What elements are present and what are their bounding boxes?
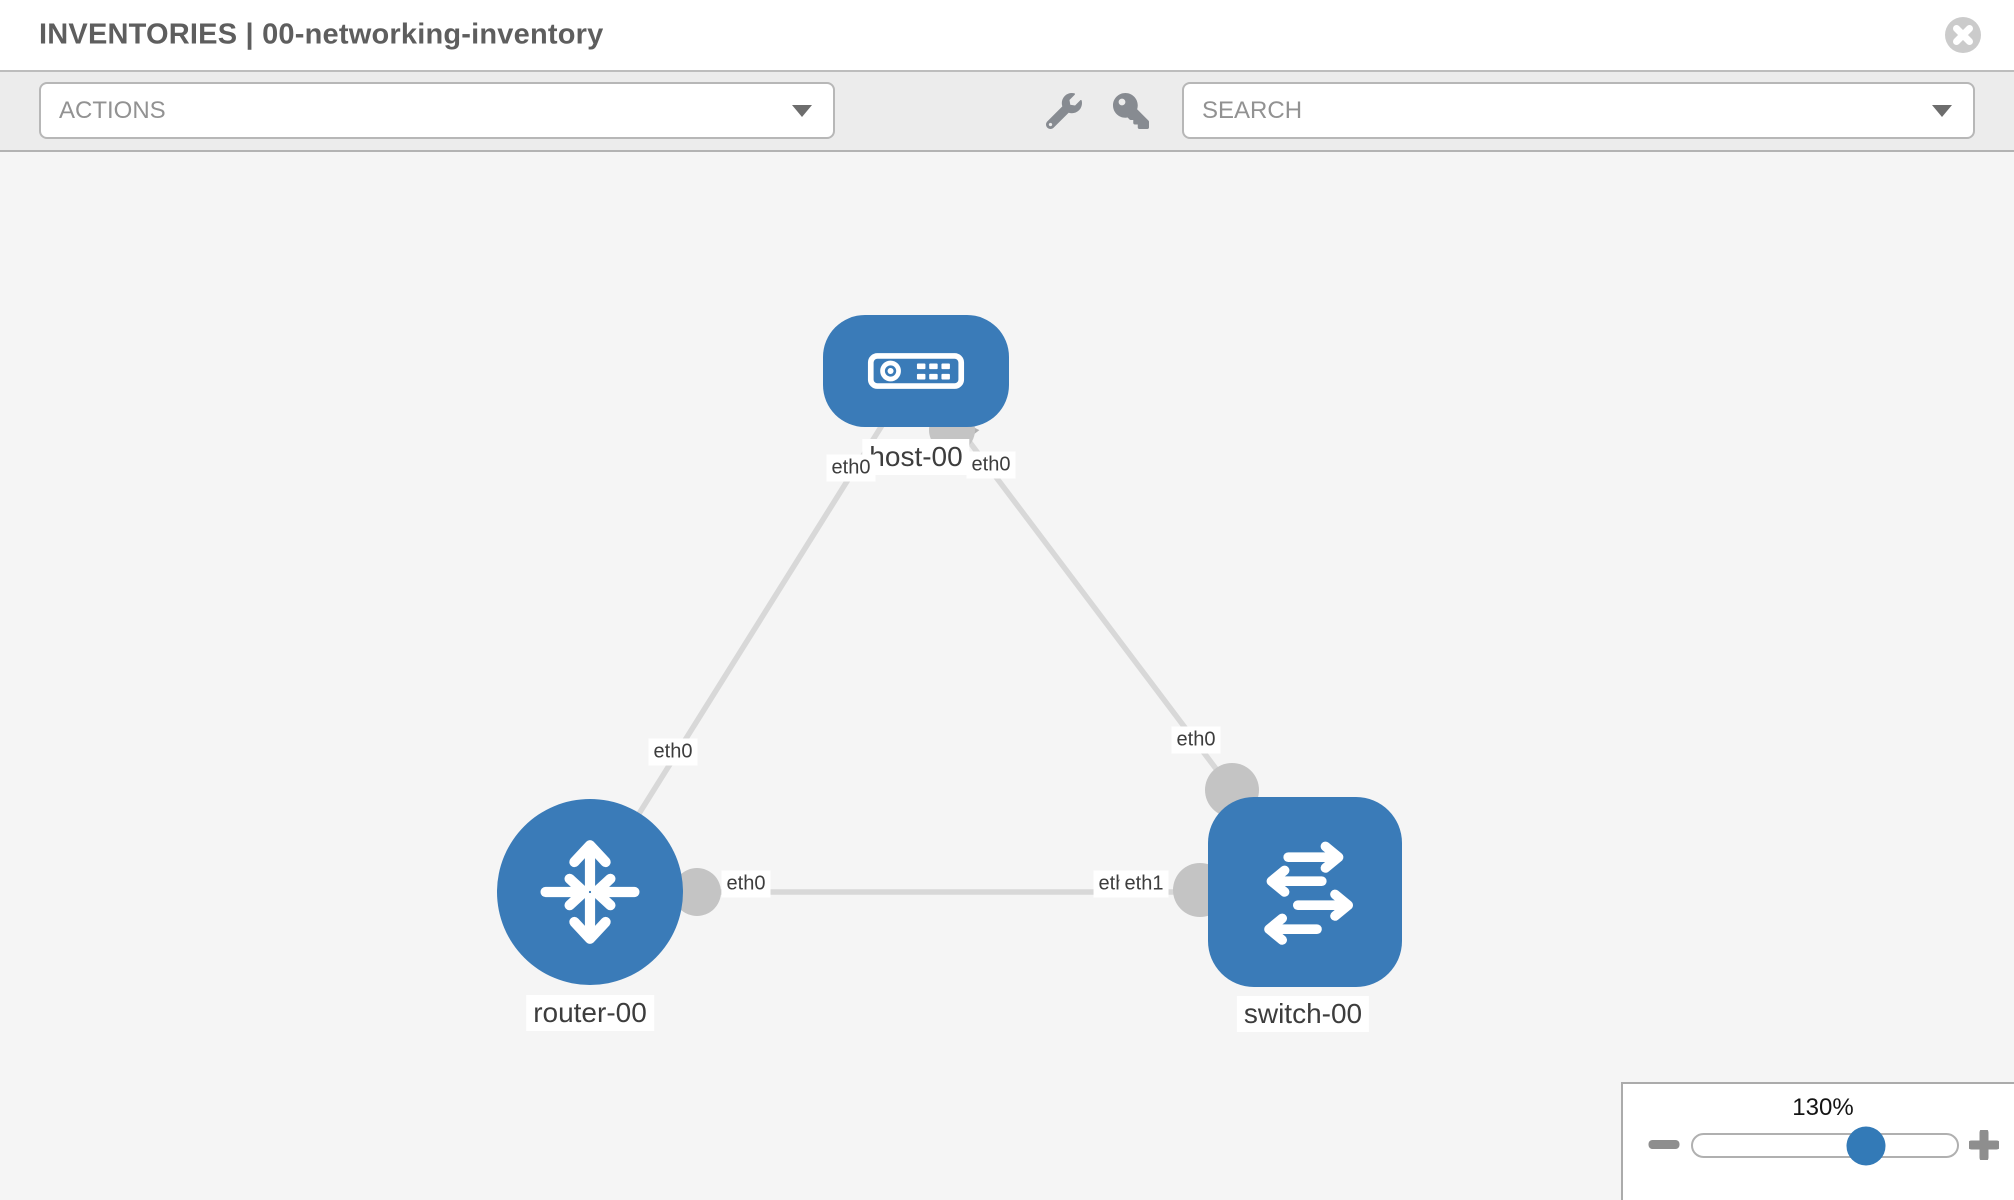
key-button[interactable]: [1113, 93, 1149, 129]
node-host-00[interactable]: [823, 315, 1009, 427]
toolbar: ACTIONS SEARCH: [0, 70, 2014, 152]
topology-canvas[interactable]: 130% host-00 router-00 switch-00 eth0 eth0 et…: [0, 152, 2014, 1200]
interface-label: eth0: [1171, 726, 1221, 754]
minus-icon: [1648, 1140, 1680, 1149]
zoom-level-value: 130%: [1792, 1094, 1854, 1121]
interface-label: eth0: [826, 454, 876, 482]
zoom-out-button[interactable]: [1648, 1140, 1680, 1150]
key-icon: [1113, 93, 1149, 129]
switch-icon: [1264, 841, 1353, 945]
links-layer: [587, 369, 1305, 917]
wrench-icon: [1045, 93, 1082, 130]
interface-label: eth0: [966, 451, 1016, 479]
zoom-in-button[interactable]: [1967, 1128, 2001, 1162]
node-label-host-00[interactable]: host-00: [862, 439, 970, 475]
interface-label: eth1: [1119, 870, 1169, 898]
wrench-button[interactable]: [1045, 93, 1082, 130]
zoom-slider-thumb[interactable]: [1846, 1126, 1886, 1165]
chevron-down-icon: [792, 104, 812, 117]
host-icon: [867, 353, 965, 389]
title-bar: INVENTORIES | 00-networking-inventory: [0, 0, 2014, 70]
interface-label: eth0: [648, 738, 698, 766]
search-dropdown-label: SEARCH: [1202, 96, 1303, 124]
actions-dropdown[interactable]: ACTIONS: [39, 82, 835, 139]
search-dropdown[interactable]: SEARCH: [1182, 82, 1975, 139]
page-title: INVENTORIES | 00-networking-inventory: [39, 18, 604, 51]
node-switch-00[interactable]: [1208, 797, 1402, 987]
actions-dropdown-label: ACTIONS: [59, 96, 166, 124]
plus-icon: [1967, 1128, 2001, 1162]
node-label-switch-00[interactable]: switch-00: [1236, 996, 1370, 1032]
router-icon: [540, 840, 640, 944]
port-circle: [673, 868, 721, 916]
close-icon: [1945, 17, 1981, 53]
chevron-down-icon: [1932, 104, 1952, 117]
close-button[interactable]: [1944, 16, 1982, 54]
node-label-router-00[interactable]: router-00: [526, 995, 654, 1031]
zoom-slider-track[interactable]: [1691, 1126, 1959, 1165]
node-router-00[interactable]: [497, 799, 683, 985]
zoom-panel: 130%: [1621, 1082, 2014, 1200]
interface-label: eth0: [721, 870, 771, 898]
